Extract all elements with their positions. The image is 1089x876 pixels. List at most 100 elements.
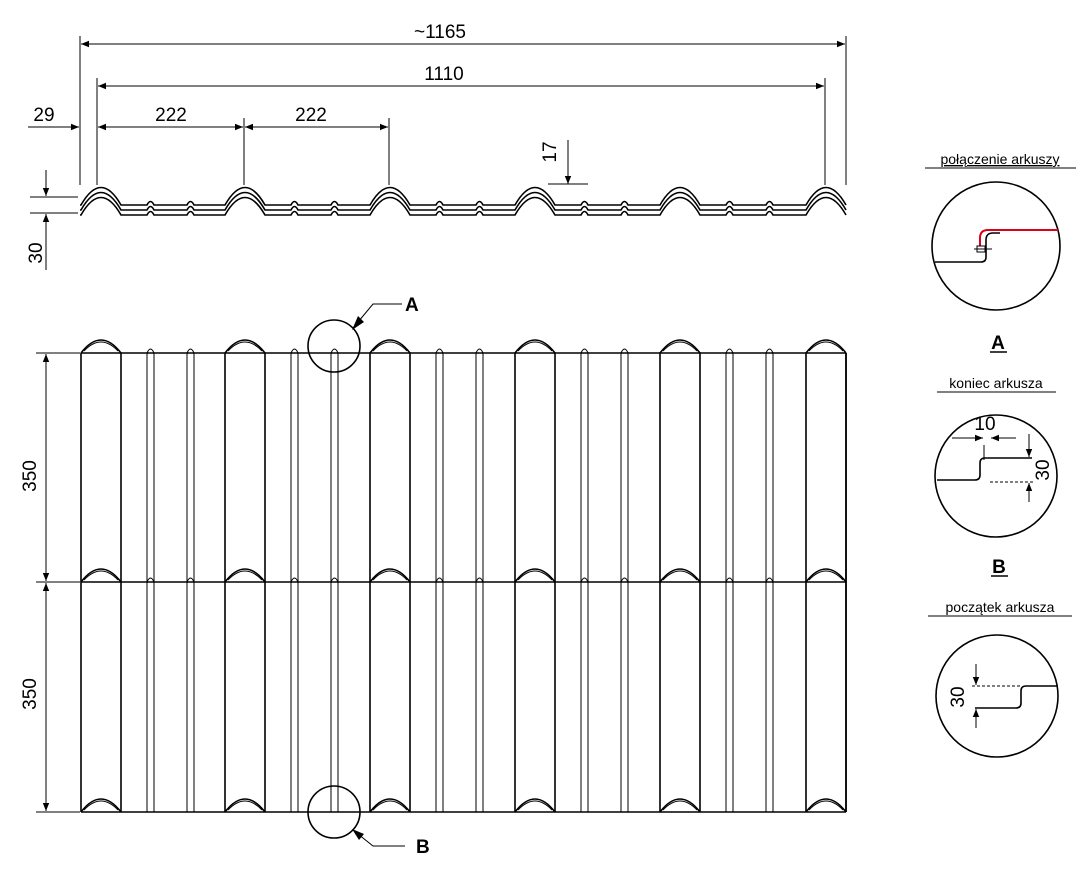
plan-rib-arch-inner [83, 341, 119, 352]
plan-minor-rib-cap [475, 348, 484, 354]
length-dimensions: 350 350 [20, 352, 80, 813]
callout-circle-a [307, 319, 361, 373]
plan-minor-rib-cap [580, 348, 589, 354]
detail-end-profile [937, 457, 1032, 481]
callout-label-b: B [416, 837, 430, 858]
plan-rib-arch-inner [808, 570, 844, 581]
plan-rib-arch [514, 339, 556, 354]
plan-minor-rib-cap [330, 348, 339, 354]
plan-rib-arch-inner [517, 570, 553, 581]
callout-b: B [307, 785, 430, 858]
plan-rib-arch-inner [517, 800, 553, 811]
plan-minor-rib-cap [725, 348, 734, 354]
plan-minor-rib-cap [435, 348, 444, 354]
plan-rib-arch [805, 798, 847, 813]
plan-minor-rib-cap [186, 348, 195, 354]
plan-minor-rib-cap [620, 577, 629, 583]
plan-rib-arch [369, 568, 411, 583]
profile-layer [80, 191, 847, 211]
detail-end-dim-horizontal: 10 [974, 414, 995, 435]
plan-rib-arch [514, 798, 556, 813]
plan-rib-arch [80, 568, 122, 583]
plan-rib-arch [224, 798, 266, 813]
plan-rib-arch [80, 798, 122, 813]
dim-module-length-2: 350 [20, 678, 41, 710]
plan-minor-rib-cap [146, 348, 155, 354]
plan-rib-arch [805, 339, 847, 354]
dim-effective-width: 1110 [424, 64, 463, 85]
detail-joint-letter: A [991, 333, 1005, 354]
plan-rib-arch [224, 339, 266, 354]
plan-rib-arch [659, 798, 701, 813]
plan-rib-arch [659, 339, 701, 354]
plan-view [80, 339, 847, 813]
plan-rib-arch [369, 339, 411, 354]
plan-minor-rib-cap [290, 348, 299, 354]
detail-end-title: koniec arkusza [949, 375, 1043, 391]
top-dimensions: ~1165 1110 29 222 222 17 30 [26, 22, 847, 270]
plan-minor-rib-cap [435, 577, 444, 583]
detail-joint-title: połączenie arkuszy [940, 151, 1059, 167]
plan-minor-rib-cap [725, 577, 734, 583]
detail-joint-sealant [979, 229, 1058, 252]
plan-rib-arch-inner [83, 570, 119, 581]
plan-rib-arch-inner [517, 341, 553, 352]
profile-layer [80, 196, 847, 216]
plan-rib-arch-inner [808, 341, 844, 352]
plan-rib-arch [369, 798, 411, 813]
plan-minor-rib-cap [186, 577, 195, 583]
dim-profile-height: 30 [26, 242, 47, 263]
detail-start-dim-vertical: 30 [948, 686, 969, 707]
detail-end-circle [934, 414, 1058, 538]
callout-a: A [307, 295, 419, 373]
plan-minor-rib-cap [290, 577, 299, 583]
plan-rib-arch-inner [372, 570, 408, 581]
plan-rib-arch [80, 339, 122, 354]
callout-arrowhead-b [352, 829, 364, 840]
plan-rib-arch [659, 568, 701, 583]
plan-rib-arch-inner [227, 800, 263, 811]
dim-module-2: 222 [295, 105, 327, 126]
plan-rib-arch-inner [662, 570, 698, 581]
plan-rib-arch [224, 568, 266, 583]
plan-minor-rib-cap [620, 348, 629, 354]
callout-leader-b [352, 829, 405, 847]
plan-rib-arch-inner [372, 341, 408, 352]
detail-sheet-joint: połączenie arkuszy [925, 151, 1076, 311]
callout-arrowhead-a [352, 316, 364, 330]
profile-section [80, 186, 847, 216]
plan-rib-arch [805, 568, 847, 583]
profile-layer [80, 186, 847, 206]
plan-minor-rib-cap [475, 577, 484, 583]
plan-rib-arch-inner [372, 800, 408, 811]
plan-minor-rib-cap [146, 577, 155, 583]
detail-end-letter: B [992, 557, 1006, 578]
dim-step-depth: 17 [540, 141, 561, 162]
detail-start-title: początek arkusza [946, 599, 1055, 615]
detail-start-circle [935, 634, 1059, 758]
plan-rib-arch [514, 568, 556, 583]
callout-circle-b [307, 785, 361, 839]
plan-minor-rib-cap [330, 577, 339, 583]
plan-rib-arch-inner [227, 570, 263, 581]
plan-minor-rib-cap [580, 577, 589, 583]
detail-joint-lower-sheet [935, 232, 1000, 263]
callout-label-a: A [405, 295, 419, 316]
dim-left-offset: 29 [33, 105, 54, 126]
plan-rib-arch-inner [808, 800, 844, 811]
plan-minor-rib-cap [765, 577, 774, 583]
detail-sheet-start: początek arkusza 30 [928, 599, 1072, 758]
plan-minor-rib-cap [765, 348, 774, 354]
detail-end-dim-vertical: 30 [1033, 459, 1054, 480]
detail-start-profile [975, 685, 1058, 709]
detail-joint-circle [931, 181, 1061, 311]
dim-module-length-1: 350 [20, 460, 41, 492]
plan-rib-arch-inner [83, 800, 119, 811]
plan-rib-arch-inner [662, 800, 698, 811]
detail-sheet-end: koniec arkusza 10 30 [934, 375, 1058, 538]
dim-module-1: 222 [155, 105, 187, 126]
plan-rib-arch-inner [662, 341, 698, 352]
plan-rib-arch-inner [227, 341, 263, 352]
